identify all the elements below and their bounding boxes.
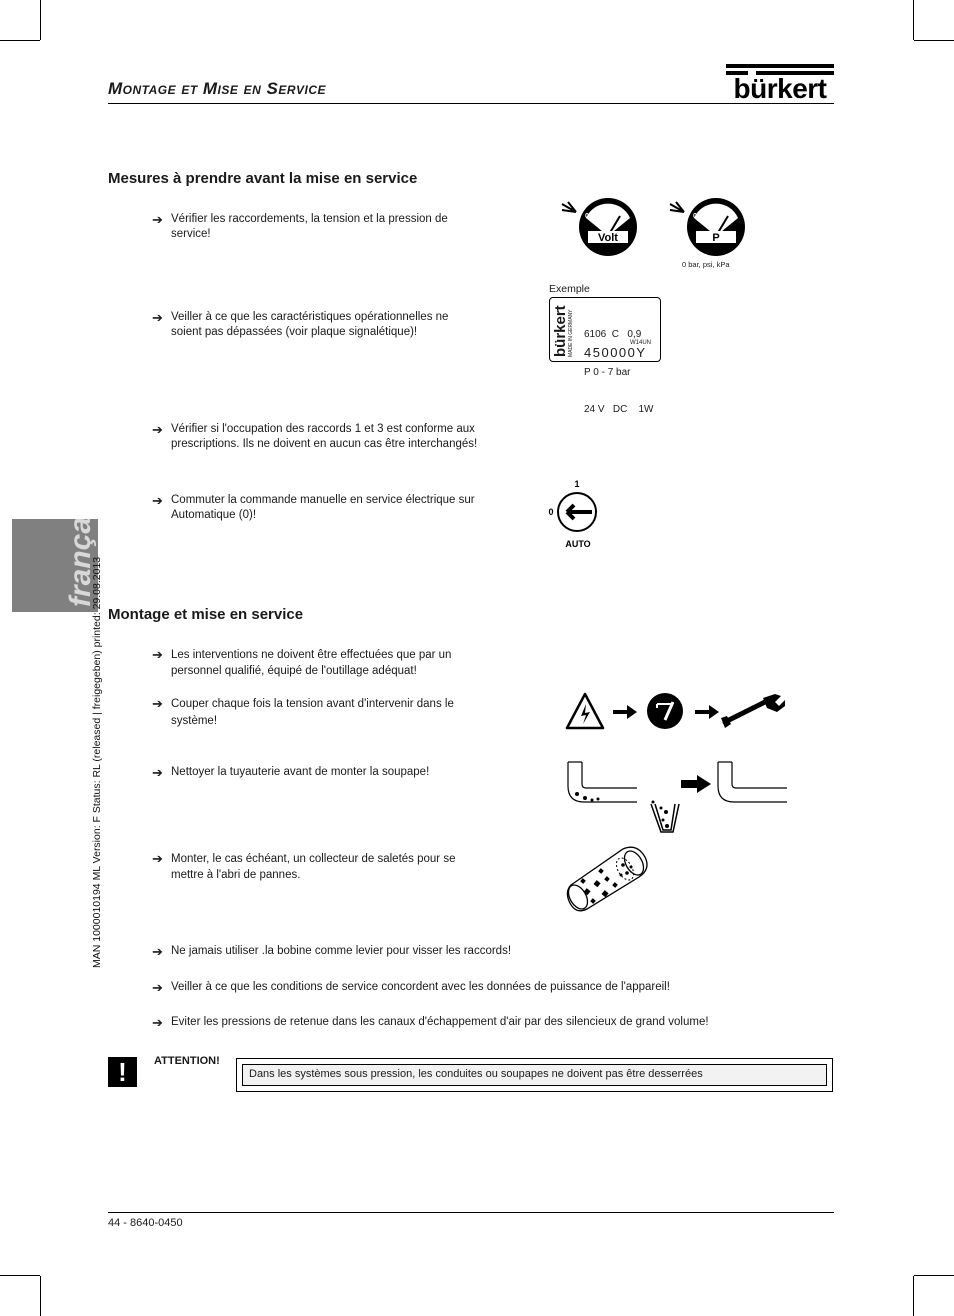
- arrow-right-icon: ➔: [152, 422, 163, 437]
- arrow-right-icon: [613, 705, 637, 719]
- nameplate: bürkert MADE IN GERMANY 6106 C 0,9 P 0 -…: [549, 297, 661, 415]
- switch-off-icon: [647, 693, 683, 729]
- high-voltage-warning-icon: [565, 692, 605, 730]
- arrow-right-icon: [681, 775, 711, 793]
- footer-rule: [108, 1212, 834, 1213]
- arrow-right-icon: ➔: [152, 980, 163, 995]
- nameplate-line: 6106 C 0,9: [584, 329, 642, 340]
- clean-pipe-icon: [717, 761, 787, 803]
- override-pos-1: 1: [574, 479, 579, 489]
- power-off-illustration: [565, 692, 785, 730]
- voltmeter-icon: Volt 0: [561, 198, 637, 256]
- arrow-right-icon: ➔: [152, 944, 163, 959]
- nameplate-serial: 450000Y: [584, 345, 647, 360]
- pressure-units: 0 bar, psi, kPa: [682, 260, 730, 269]
- page-header-title: Montage et Mise en Service: [108, 79, 327, 98]
- pressure-gauge-icon: P 0: [669, 198, 745, 256]
- page-number: 44 - 8640-0450: [108, 1217, 183, 1229]
- list-item: ➔ Ne jamais utiliser .la bobine comme le…: [152, 944, 512, 959]
- nameplate-line: P 0 - 7 bar: [584, 366, 631, 378]
- arrow-right-icon: ➔: [152, 696, 163, 711]
- warning-box: Dans les systèmes sous pression, les con…: [236, 1058, 833, 1092]
- warning-exclamation-icon: !: [108, 1057, 137, 1087]
- wrench-icon: [721, 694, 785, 728]
- language-tab: français: [12, 519, 98, 612]
- dirt-collector-illustration: [566, 846, 648, 912]
- arrow-left-icon: [565, 503, 592, 521]
- dirty-pipe-icon: [567, 761, 637, 803]
- arrow-right-icon: ➔: [152, 851, 163, 866]
- list-item: ➔ Veiller à ce que les conditions de ser…: [152, 980, 670, 995]
- arrow-right-icon: [695, 705, 719, 719]
- volt-label: Volt: [598, 232, 618, 244]
- arrow-right-icon: ➔: [152, 493, 163, 508]
- gauge-zero: 0: [693, 213, 697, 220]
- nameplate-code: W14UN: [629, 340, 651, 346]
- warning-text: Dans les systèmes sous pression, les con…: [242, 1064, 827, 1086]
- list-item: ➔ Les interventions ne doivent être effe…: [152, 647, 452, 677]
- arrow-right-icon: ➔: [152, 1015, 163, 1030]
- burkert-logo: bürkert: [726, 64, 834, 102]
- header-rule: [108, 103, 834, 104]
- list-item: ➔ Commuter la commande manuelle en servi…: [152, 493, 475, 521]
- arrow-right-icon: ➔: [152, 212, 163, 227]
- list-item: ➔ Vérifier les raccordements, la tension…: [152, 212, 448, 240]
- manual-override-illustration: 1 0 AUTO: [548, 479, 597, 549]
- override-auto-label: AUTO: [565, 539, 590, 549]
- list-item: ➔ Veiller à ce que les caractéristiques …: [152, 310, 449, 338]
- nameplate-brand: bürkert: [552, 305, 569, 357]
- pressure-label: P: [712, 232, 719, 244]
- gauges-illustration: Volt 0 P 0: [561, 198, 745, 256]
- arrow-right-icon: ➔: [152, 647, 163, 662]
- list-item: ➔ Monter, le cas échéant, un collecteur …: [152, 851, 456, 881]
- nameplate-origin: MADE IN GERMANY: [568, 309, 574, 357]
- nameplate-caption: Exemple: [549, 283, 590, 295]
- strainer-filter-icon: [566, 846, 648, 912]
- arrow-right-icon: ➔: [152, 310, 163, 325]
- override-pos-0: 0: [548, 507, 553, 517]
- section-title-preparation: Mesures à prendre avant la mise en servi…: [108, 170, 418, 187]
- list-item: ➔ Couper chaque fois la tension avant d'…: [152, 696, 467, 730]
- pipe-cleaning-illustration: [567, 761, 787, 833]
- nameplate-line: 24 V DC 1W: [584, 404, 654, 415]
- waste-bin-icon: [650, 803, 680, 833]
- gauge-zero: 0: [585, 213, 589, 220]
- logo-wordmark: bürkert: [734, 73, 827, 102]
- attention-label: ATTENTION!: [154, 1055, 220, 1067]
- list-item: ➔ Vérifier si l'occupation des raccords …: [152, 422, 478, 450]
- section-title-mounting: Montage et mise en service: [108, 606, 304, 623]
- document-metadata: MAN 1000010194 ML Version: F Status: RL …: [91, 556, 103, 968]
- arrow-right-icon: ➔: [152, 765, 163, 780]
- list-item: ➔ Eviter les pressions de retenue dans l…: [152, 1015, 709, 1030]
- list-item: ➔ Nettoyer la tuyauterie avant de monter…: [152, 765, 430, 780]
